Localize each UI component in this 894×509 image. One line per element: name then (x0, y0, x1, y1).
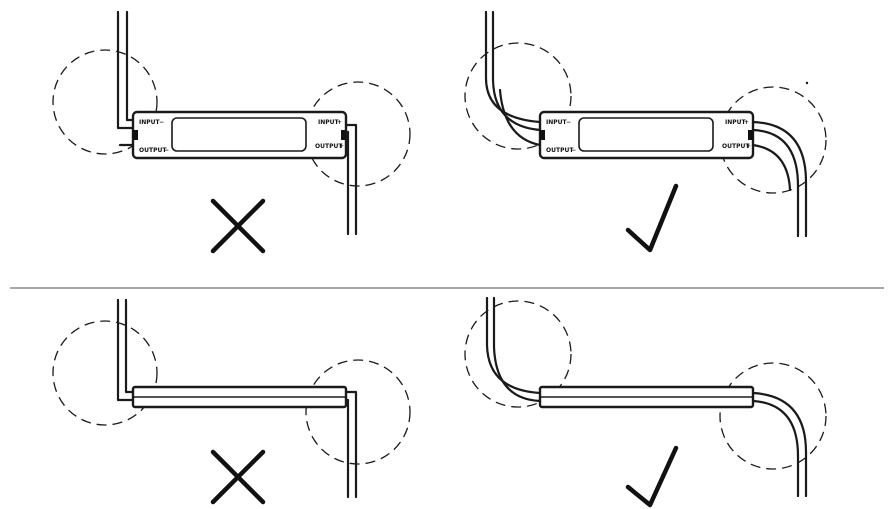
cable (485, 296, 542, 395)
output-label: OUTPUT (546, 147, 574, 154)
plus-sign: + (746, 143, 751, 150)
cable (344, 390, 358, 499)
cable (751, 128, 800, 238)
output-label: OUTPUT (722, 143, 750, 150)
bottom-right-correct-example (464, 296, 827, 508)
bend-radius-circle (464, 42, 572, 150)
cable (751, 391, 808, 498)
cable (484, 10, 542, 124)
cable (116, 10, 135, 130)
cable (344, 398, 350, 499)
bend-radius-circle (52, 49, 158, 155)
input-label: INPUT (546, 119, 568, 126)
bottom-left-incorrect-example (52, 298, 411, 505)
input-label: INPUT (139, 119, 161, 126)
terminal-block (341, 130, 346, 140)
cable (344, 123, 358, 236)
plus-sign: + (744, 119, 749, 126)
output-label: OUTPUT (315, 143, 343, 150)
cable (491, 10, 542, 132)
input-label: INPUT (318, 119, 340, 126)
incorrect-x-icon (210, 198, 266, 254)
bend-radius-circle (464, 300, 572, 408)
top-left-incorrect-example: INPUT − OUTPUT − INPUT + OUTPUT + (52, 10, 411, 254)
terminal-block (748, 130, 753, 140)
correct-check-icon (625, 445, 679, 508)
driver-label-window (171, 117, 307, 152)
incorrect-x-icon (210, 449, 266, 505)
minus-sign: − (571, 147, 576, 154)
bend-radius-circle (719, 362, 827, 470)
cable (125, 10, 135, 122)
minus-sign: − (159, 119, 164, 126)
cable (116, 298, 135, 402)
driver-label-window (578, 117, 714, 152)
terminal-block (540, 130, 545, 140)
correct-check-icon (625, 183, 679, 253)
cable (344, 130, 350, 236)
terminal-block (133, 130, 138, 140)
plus-sign: + (339, 143, 344, 150)
bend-radius-circle (52, 320, 158, 426)
plus-sign: + (337, 119, 342, 126)
speck (805, 81, 809, 85)
cable (751, 399, 800, 498)
cable (751, 143, 792, 192)
cable (492, 296, 542, 403)
bend-radius-circle (305, 359, 411, 465)
minus-sign: − (566, 119, 571, 126)
cable (751, 120, 808, 238)
minus-sign: − (164, 147, 169, 154)
top-right-correct-example: INPUT − OUTPUT − INPUT + OUTPUT + (464, 10, 827, 253)
output-label: OUTPUT (139, 147, 167, 154)
cable (124, 298, 135, 394)
input-label: INPUT (725, 119, 747, 126)
cable (498, 88, 542, 147)
